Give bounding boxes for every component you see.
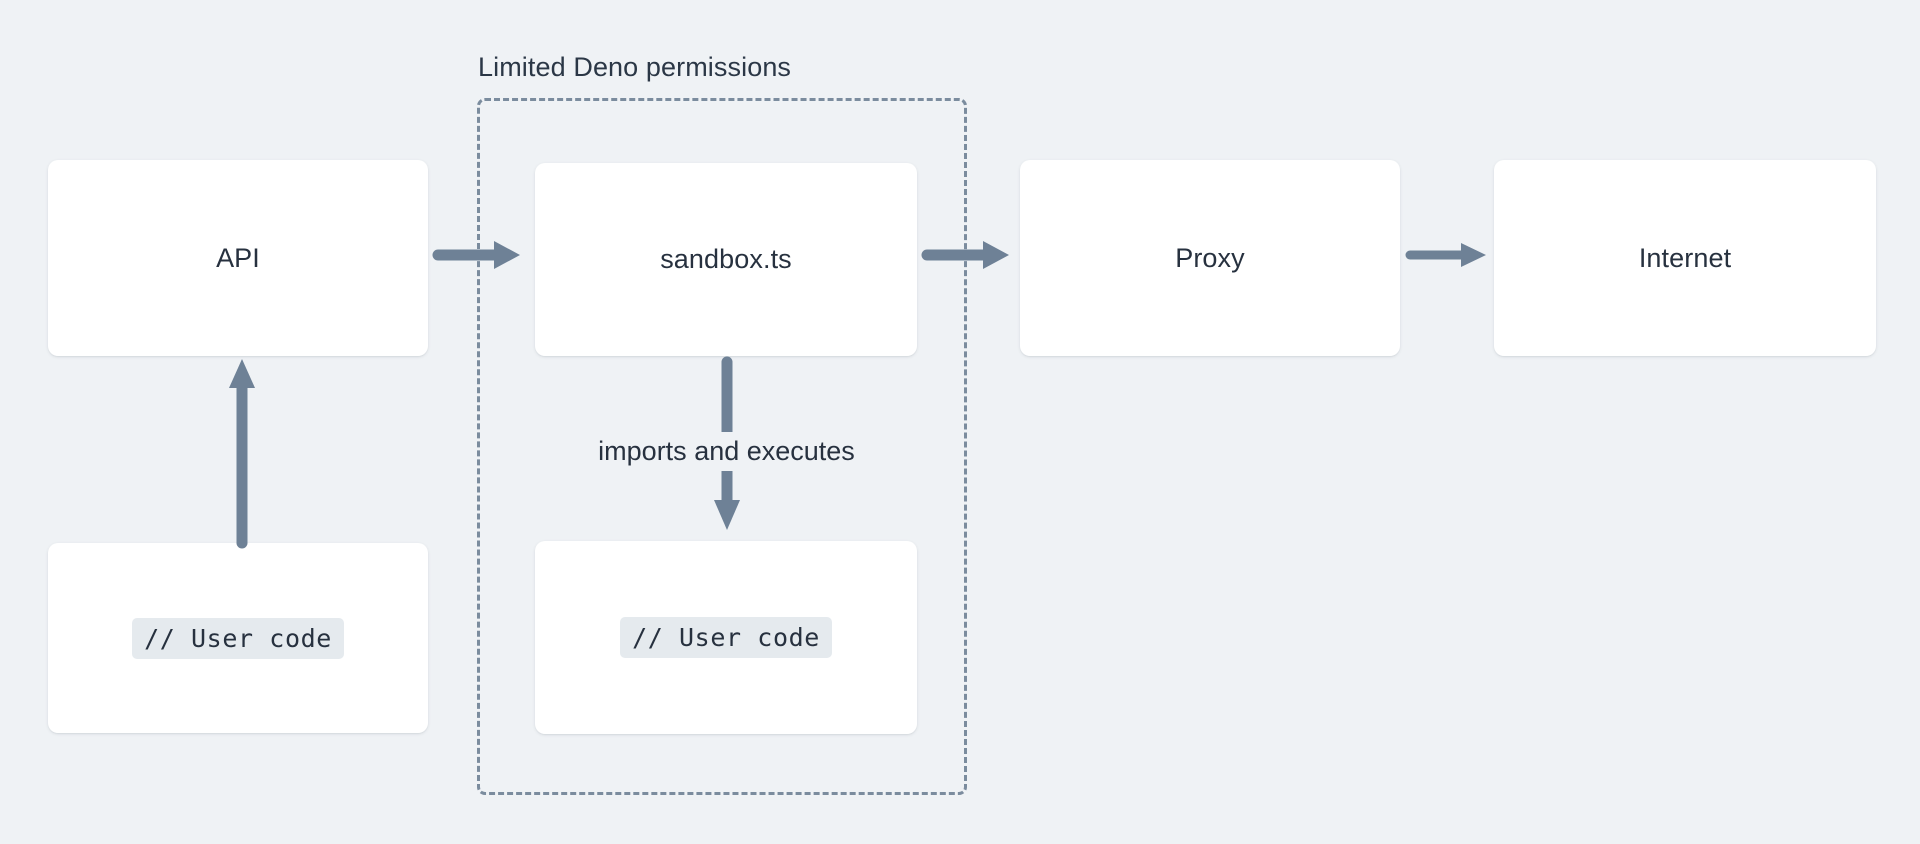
node-sandbox[interactable]: sandbox.ts [535,163,917,356]
code-chip-user-code-sandboxed: // User code [620,617,832,658]
node-proxy[interactable]: Proxy [1020,160,1400,356]
edge-label-imports-and-executes: imports and executes [558,432,895,471]
node-api-label: API [216,242,260,273]
node-sandbox-label: sandbox.ts [660,244,792,274]
node-internet-label: Internet [1638,242,1732,273]
node-user-code-external[interactable]: // User code [48,543,428,733]
sandbox-group-label: Limited Deno permissions [478,52,792,82]
arrow-proxy-to-internet [1405,238,1488,272]
arrow-sandbox-to-proxy [921,238,1011,272]
arrow-api-to-sandbox [432,238,522,272]
node-api[interactable]: API [48,160,428,356]
node-user-code-sandboxed[interactable]: // User code [535,541,917,734]
arrow-user-code-to-api [225,355,259,549]
node-proxy-label: Proxy [1175,242,1245,273]
code-chip-user-code-external: // User code [132,617,344,659]
node-internet[interactable]: Internet [1494,160,1876,356]
sandbox-group-boundary [477,98,967,795]
